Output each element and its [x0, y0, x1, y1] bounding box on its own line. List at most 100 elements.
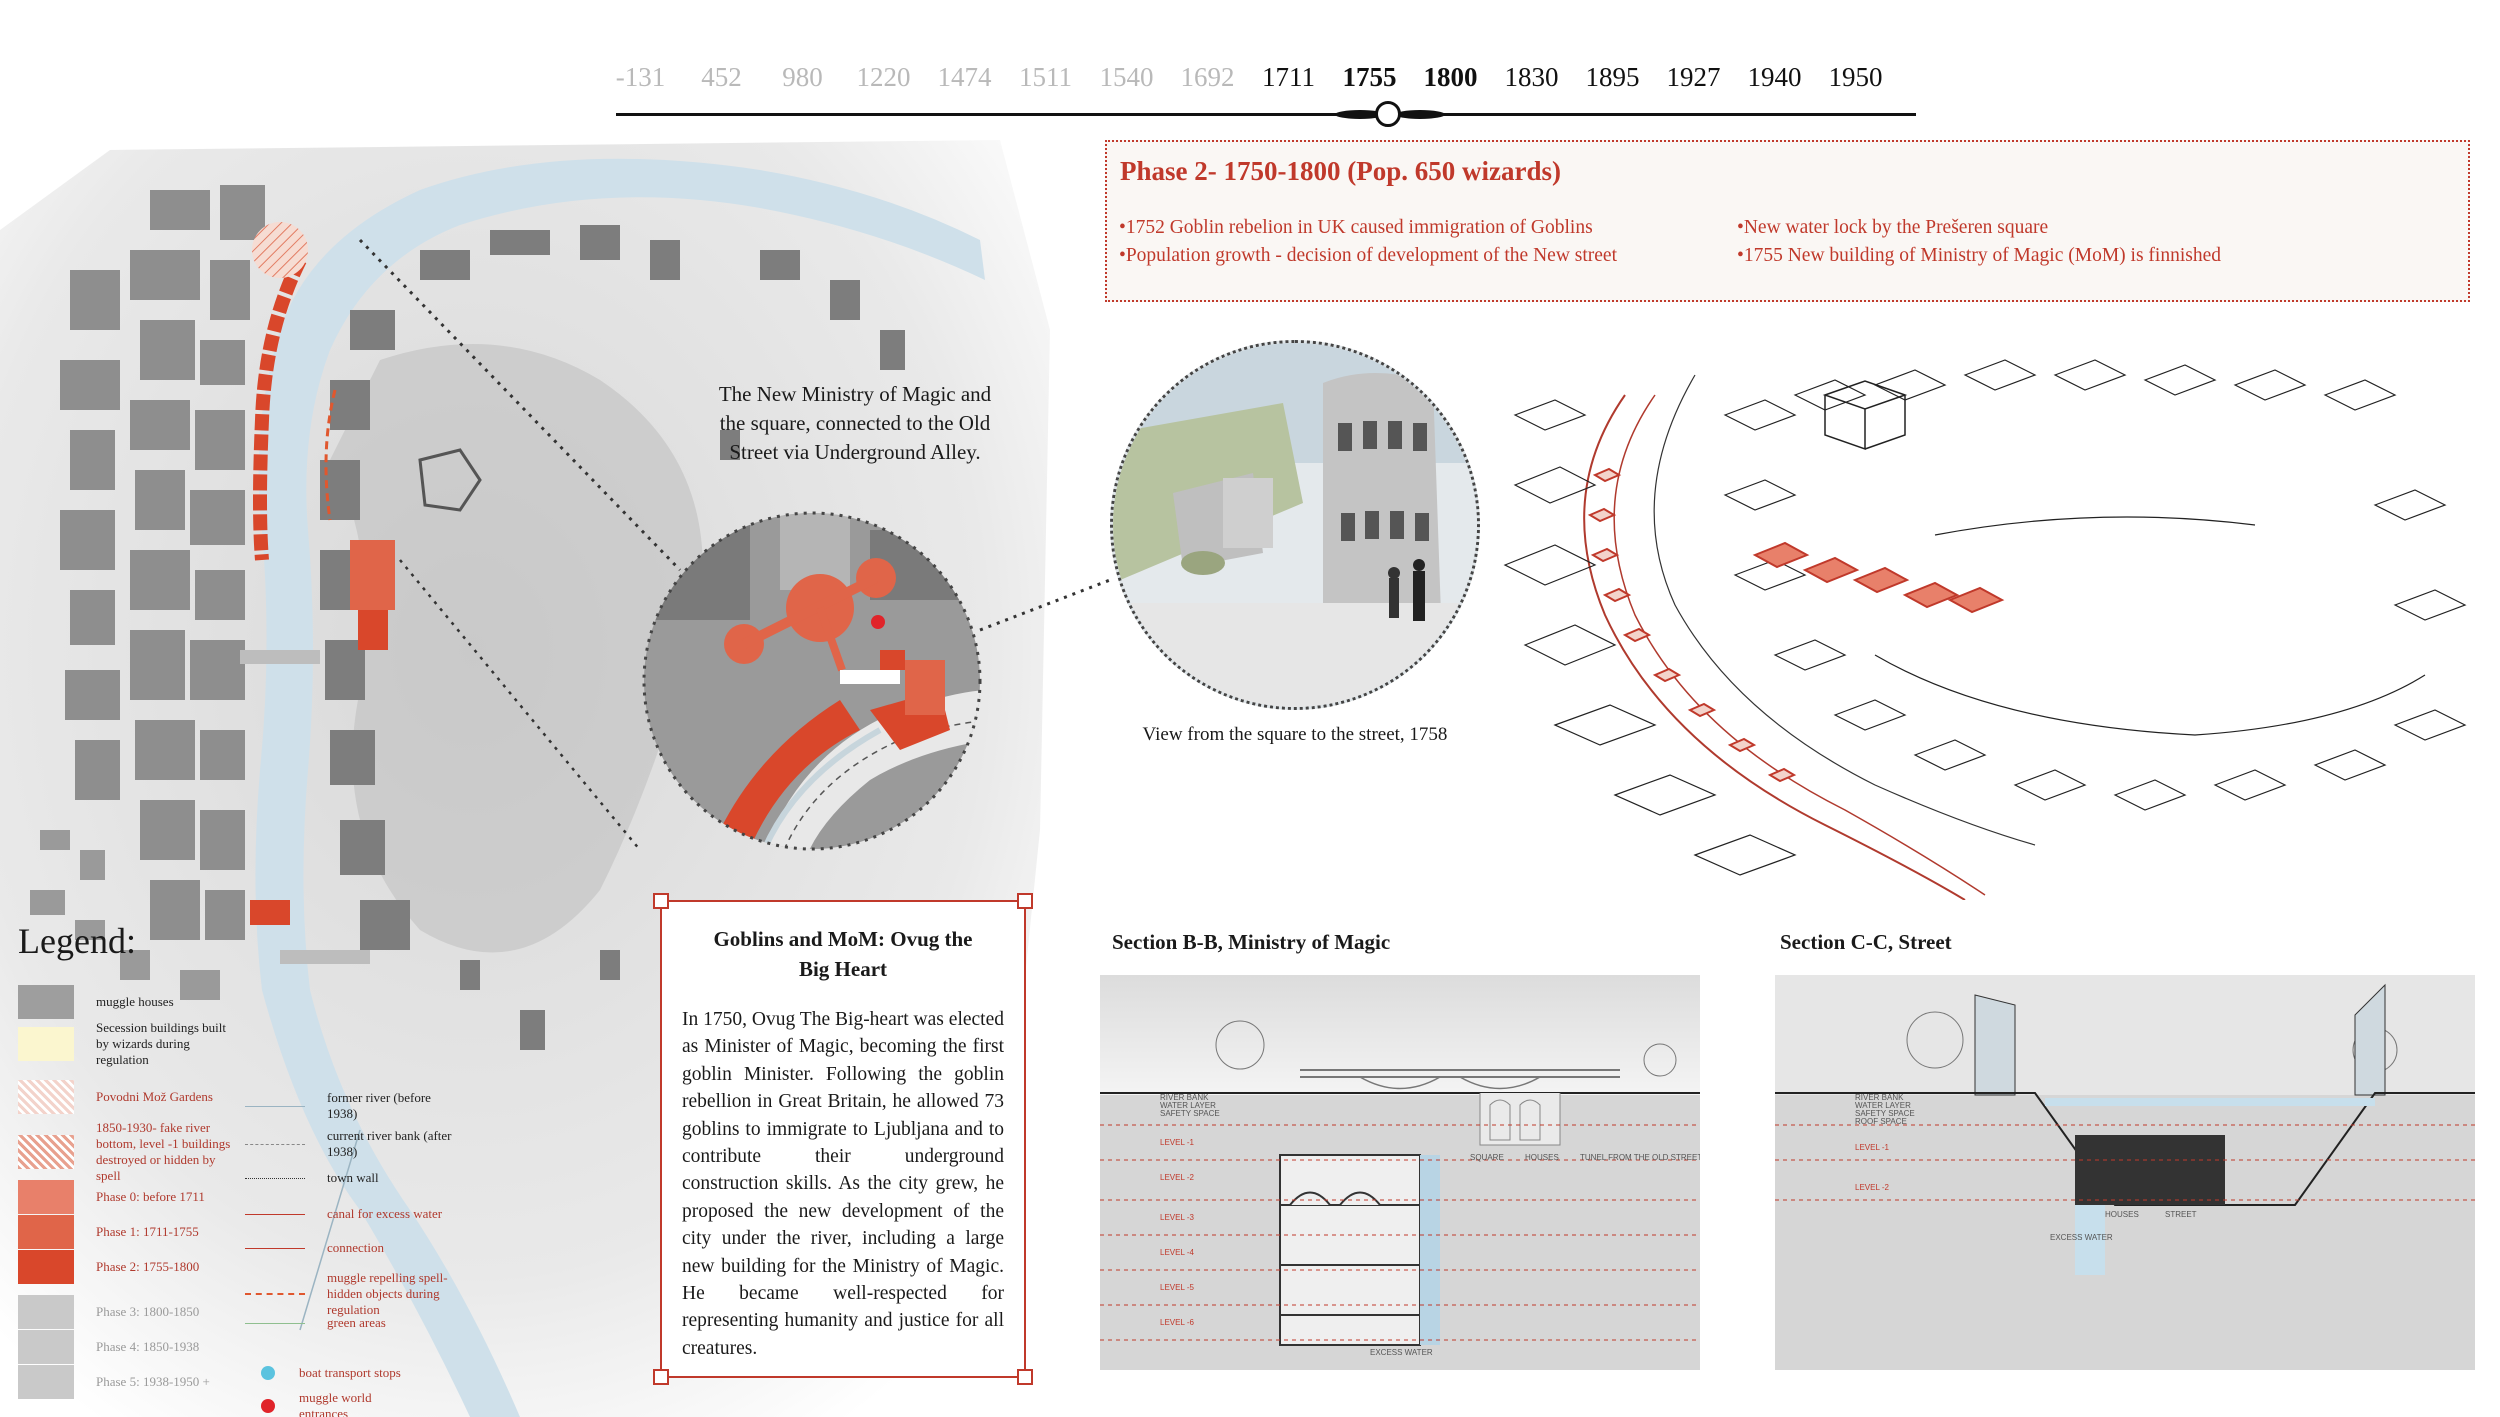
muggle-houses-east — [320, 225, 905, 1050]
section-label: LEVEL -1 — [1160, 1138, 1194, 1147]
timeline-year[interactable]: 1940 — [1747, 62, 1802, 92]
axo-new-street-buildings — [1587, 467, 1797, 783]
legend-swatch — [18, 1330, 74, 1364]
axonometric-drawing — [1495, 355, 2475, 901]
timeline-year[interactable]: 1711 — [1262, 62, 1315, 92]
legend-swatch-label: Phase 3: 1800-1850 — [96, 1304, 200, 1319]
section-cc-title: Section C-C, Street — [1780, 930, 1952, 954]
legend-swatch-item: Phase 3: 1800-1850 — [18, 1295, 236, 1329]
legend-line-sample — [245, 1105, 305, 1107]
timeline-year[interactable]: 1950 — [1828, 62, 1883, 92]
legend-line-sample — [245, 1213, 305, 1215]
legend-line-sample — [245, 1247, 305, 1249]
legend-dot-item: boat transport stops — [245, 1365, 409, 1381]
phase-bullet: Population growth - decision of developm… — [1119, 242, 1617, 270]
timeline-axis — [616, 113, 1916, 116]
legend-swatch — [18, 1250, 74, 1284]
timeline-year[interactable]: 1800 — [1423, 62, 1478, 92]
section-label: LEVEL -4 — [1160, 1248, 1194, 1257]
timeline-year[interactable]: 1830 — [1504, 62, 1559, 92]
phase-title: Phase 2- 1750-1800 (Pop. 650 wizards) — [1120, 156, 1561, 186]
section-label: STREET — [2165, 1210, 2197, 1219]
section-label: HOUSES — [2105, 1210, 2139, 1219]
legend-line-item: green areas — [245, 1315, 457, 1331]
legend-swatch-label: Secession buildings built by wizards dur… — [96, 1020, 226, 1067]
legend-line-label: muggle repelling spell- hidden objects d… — [327, 1270, 448, 1317]
timeline-year[interactable]: 1927 — [1666, 62, 1721, 92]
section-label: LEVEL -3 — [1160, 1213, 1194, 1222]
legend-swatch — [18, 1180, 74, 1214]
legend-swatch-item: 1850-1930- fake river bottom, level -1 b… — [18, 1120, 236, 1184]
section-label: WATER LAYER — [1855, 1101, 1911, 1110]
legend-swatch-label: Phase 2: 1755-1800 — [96, 1259, 200, 1274]
phase-bullet: 1755 New building of Ministry of Magic (… — [1737, 242, 2221, 270]
legend-swatch-label: Phase 4: 1850-1938 — [96, 1339, 200, 1354]
timeline[interactable]: -131 452 980 1220 1474 1511 1540 1692 1711 1755 18… — [600, 50, 1930, 130]
legend-line-label: current river bank (after 1938) — [327, 1128, 452, 1159]
timeline-years: -131 452 980 1220 1474 1511 1540 1692 1711 1755 18… — [600, 62, 1930, 93]
muggle-world-entrance-dot — [871, 615, 885, 629]
axo-buildings — [1503, 359, 2467, 876]
section-label: LEVEL -2 — [1160, 1173, 1194, 1182]
legend-swatch-label: Phase 5: 1938-1950 + — [96, 1374, 210, 1389]
legend-swatch-item: Phase 2: 1755-1800 — [18, 1250, 236, 1284]
legend-swatch-item: Secession buildings built by wizards dur… — [18, 1020, 236, 1068]
timeline-slider-handle[interactable] — [1375, 101, 1401, 127]
legend-swatch-item: Phase 0: before 1711 — [18, 1180, 236, 1214]
legend-line-sample — [245, 1322, 305, 1324]
legend-swatch — [18, 1365, 74, 1399]
story-corner-ornament — [653, 1369, 669, 1385]
section-label: LEVEL -1 — [1855, 1143, 1889, 1152]
timeline-year[interactable]: 1220 — [856, 62, 911, 92]
timeline-slider-wing-right — [1395, 110, 1445, 119]
section-label: LEVEL -2 — [1855, 1183, 1889, 1192]
legend-dot-label: boat transport stops — [299, 1365, 401, 1380]
legend-swatch-label: 1850-1930- fake river bottom, level -1 b… — [96, 1120, 231, 1183]
phase-bullet: New water lock by the Prešeren square — [1737, 214, 2221, 242]
new-street-buildings — [253, 256, 307, 561]
legend-swatch — [18, 1080, 74, 1114]
timeline-year[interactable]: 1474 — [937, 62, 992, 92]
legend-swatch-item: Phase 5: 1938-1950 + — [18, 1365, 236, 1399]
legend-swatch — [18, 1135, 74, 1169]
legend-dot-label: muggle world entrances — [299, 1390, 372, 1417]
timeline-year[interactable]: 452 — [701, 62, 742, 92]
legend-line-item: current river bank (after 1938) — [245, 1128, 457, 1160]
legend-dot-icon — [261, 1399, 275, 1413]
view-caption: View from the square to the street, 1758 — [1142, 724, 1448, 745]
legend-title: Legend: — [18, 921, 136, 961]
legend-line-sample — [245, 1177, 305, 1179]
timeline-year[interactable]: 1692 — [1180, 62, 1235, 92]
river — [255, 158, 986, 1417]
ministry-zoom-detail — [644, 513, 980, 849]
legend-line-label: connection — [327, 1240, 385, 1255]
legend-swatch-item: Povodni Mož Gardens — [18, 1080, 236, 1114]
axo-castle — [1822, 380, 1908, 451]
timeline-year[interactable]: 1755 — [1342, 62, 1397, 92]
section-label: RIVER BANK — [1160, 1093, 1209, 1102]
ministry-callout-text: The New Ministry of Magic and the square… — [670, 380, 1040, 467]
legend-line-label: town wall — [327, 1170, 379, 1185]
povodni-moz-gardens — [252, 222, 308, 278]
callout-line-1: The New Ministry of Magic and — [718, 382, 992, 406]
legend-swatch — [18, 1027, 74, 1061]
legend-line-item: muggle repelling spell- hidden objects d… — [245, 1270, 457, 1318]
legend-line-item: canal for excess water — [245, 1206, 457, 1222]
castle — [418, 448, 482, 512]
section-label: LEVEL -5 — [1160, 1283, 1194, 1292]
timeline-year[interactable]: 1895 — [1585, 62, 1640, 92]
timeline-year[interactable]: 1540 — [1099, 62, 1154, 92]
timeline-year[interactable]: 980 — [782, 62, 823, 92]
legend-line-label: canal for excess water — [327, 1206, 443, 1221]
timeline-year[interactable]: -131 — [615, 62, 666, 92]
axo-river-bank — [1583, 394, 1966, 901]
section-label: TUNEL FROM THE OLD STREET — [1580, 1153, 1700, 1162]
timeline-year[interactable]: 1511 — [1019, 62, 1072, 92]
legend-dot-icon — [261, 1366, 275, 1380]
legend-line-sample — [245, 1143, 305, 1145]
